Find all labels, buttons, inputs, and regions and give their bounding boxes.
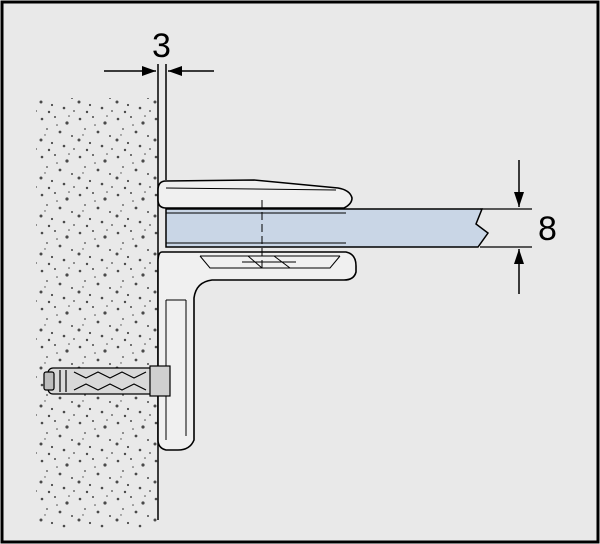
bracket-top-clamp: [157, 179, 353, 209]
glass-thickness-dimension: 8: [480, 160, 557, 294]
bracket-body: [157, 251, 357, 451]
glass-pane: [165, 208, 490, 248]
wall-plug-anchor: [43, 365, 171, 397]
glass-thickness-label: 8: [538, 210, 557, 248]
top-clamp-edge: [165, 187, 337, 191]
wall-gap-dimension: 3: [104, 27, 214, 76]
wall-gap-label: 3: [152, 27, 171, 65]
wall-speckle-area: [36, 98, 158, 528]
bracket-details: [165, 255, 341, 440]
